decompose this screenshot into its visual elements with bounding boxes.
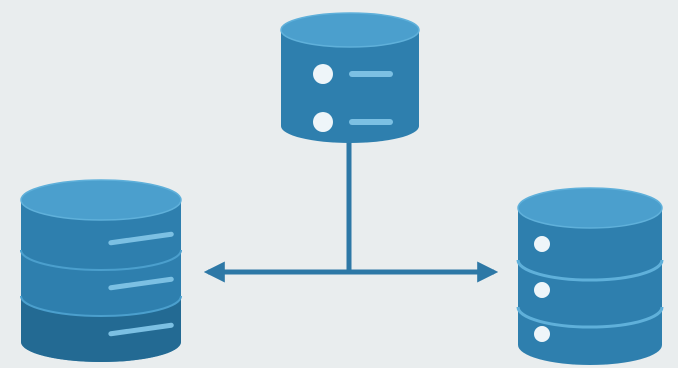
data-bar xyxy=(349,71,393,77)
status-dot-icon xyxy=(313,112,333,132)
data-bar xyxy=(108,231,174,246)
status-dot-icon xyxy=(534,236,550,252)
status-dot-icon xyxy=(534,326,550,342)
data-bar xyxy=(108,322,174,337)
connectors xyxy=(203,133,499,283)
top-database-icon xyxy=(280,12,420,143)
status-dot-icon xyxy=(534,282,550,298)
status-dot-icon xyxy=(313,64,333,84)
left-database-icon xyxy=(20,179,182,362)
data-bar xyxy=(349,119,393,125)
data-bar xyxy=(108,276,174,291)
right-server-database-icon xyxy=(516,187,664,365)
